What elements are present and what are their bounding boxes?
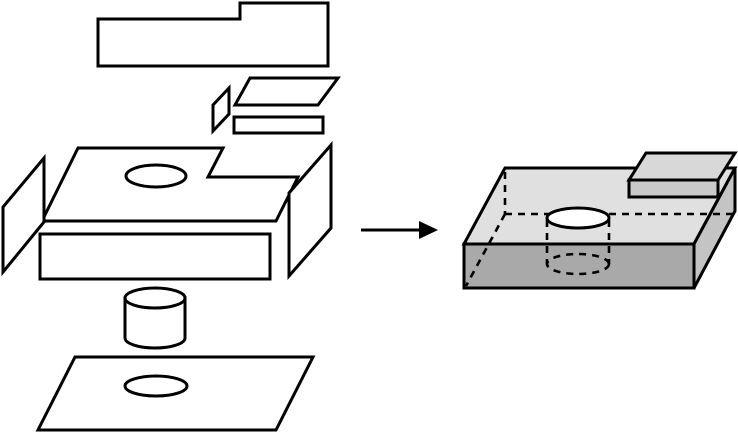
- assembled-block: [461, 151, 738, 290]
- hidden-left-diagonal: [464, 213, 507, 287]
- right-side-panel: [287, 141, 333, 280]
- small-side-strip: [211, 84, 231, 135]
- l-shaped-top-plate: [96, 1, 330, 68]
- main-front-face: [38, 232, 272, 281]
- small-top-plate: [232, 76, 341, 107]
- bottom-plate-hole: [123, 374, 189, 398]
- assembled-side-face: [692, 167, 737, 289]
- small-front-strip: [232, 115, 325, 135]
- left-side-panel: [1, 153, 46, 277]
- cylinder-top: [123, 286, 187, 310]
- raised-block-top: [626, 151, 738, 182]
- assembled-front-face: [462, 242, 696, 290]
- main-top-hole: [124, 163, 188, 189]
- cylinder-body: [123, 296, 187, 350]
- raised-block-front: [627, 178, 720, 199]
- right-arrow-icon: [361, 221, 438, 239]
- assembled-top-hole: [545, 206, 611, 230]
- hidden-hole-bottom: [545, 252, 611, 276]
- cylinder: [123, 286, 187, 350]
